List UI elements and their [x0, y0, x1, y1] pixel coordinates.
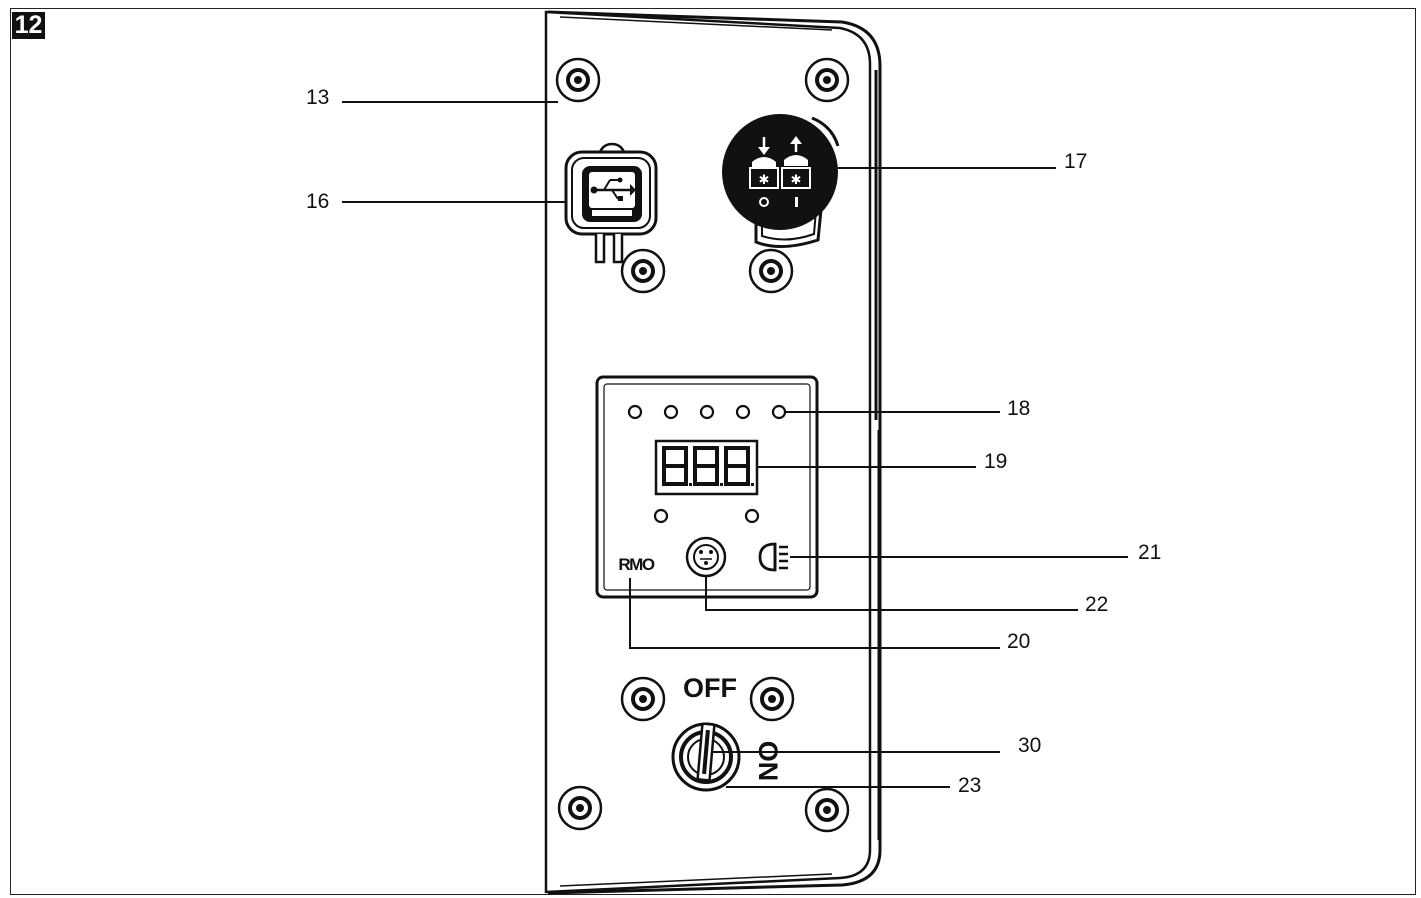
digit-1: [662, 446, 688, 486]
remote-connector-socket[interactable]: [685, 536, 727, 578]
callout-labels: 13 16 17 18 19 21 22 20 30 23: [306, 86, 1161, 797]
pump-rocker-switch[interactable]: ✱ ✱: [722, 114, 840, 249]
connector-socket-icon: [699, 550, 713, 565]
digit-3: [724, 446, 750, 486]
lamp-icon: [758, 542, 788, 572]
status-led-4: [735, 404, 751, 420]
svg-text:✱: ✱: [759, 173, 770, 188]
figure-frame: [10, 8, 1416, 895]
figure-number-badge: 12: [12, 12, 45, 39]
key-switch[interactable]: [671, 722, 741, 792]
screw-switch-left: [748, 248, 794, 294]
status-led-1: [627, 404, 643, 420]
callout-16: 16: [306, 190, 329, 213]
usb-socket[interactable]: [564, 142, 658, 264]
seven-segment-display: [654, 439, 759, 496]
status-led-3: [699, 404, 715, 420]
leader-lines: [342, 101, 1128, 788]
callout-21: 21: [1138, 541, 1161, 564]
screw-top-right: [804, 57, 850, 103]
callout-13: 13: [306, 86, 329, 109]
switch-on-label: ON: [753, 741, 783, 782]
callout-20: 20: [1007, 630, 1030, 653]
digit-2: [693, 446, 719, 486]
svg-text:✱: ✱: [791, 173, 802, 188]
screw-bottom-right: [804, 787, 850, 833]
status-led-5: [771, 404, 787, 420]
lower-led-left: [653, 508, 669, 524]
usb-icon: [590, 177, 636, 201]
status-led-2: [663, 404, 679, 420]
leader-22: [705, 576, 1078, 611]
callout-30: 30: [1018, 734, 1041, 757]
callout-17: 17: [1064, 150, 1087, 173]
leader-20: [629, 578, 1000, 649]
callout-18: 18: [1007, 397, 1030, 420]
screw-top-left: [555, 57, 601, 103]
pump-up-down-icon: ✱ ✱: [749, 136, 811, 207]
display-module: RMO: [595, 375, 819, 599]
lower-led-right: [744, 508, 760, 524]
switch-off-label: OFF: [683, 673, 737, 703]
key-switch-icon: [696, 722, 716, 782]
callout-22: 22: [1085, 593, 1108, 616]
status-led-row: [627, 404, 787, 420]
screw-off-right: [749, 676, 795, 722]
callout-19: 19: [984, 450, 1007, 473]
screw-bottom-left: [557, 785, 603, 831]
callout-23: 23: [958, 774, 981, 797]
screw-off-left: [620, 676, 666, 722]
screw-usb-right: [620, 248, 666, 294]
remote-label: RMO: [618, 555, 654, 574]
